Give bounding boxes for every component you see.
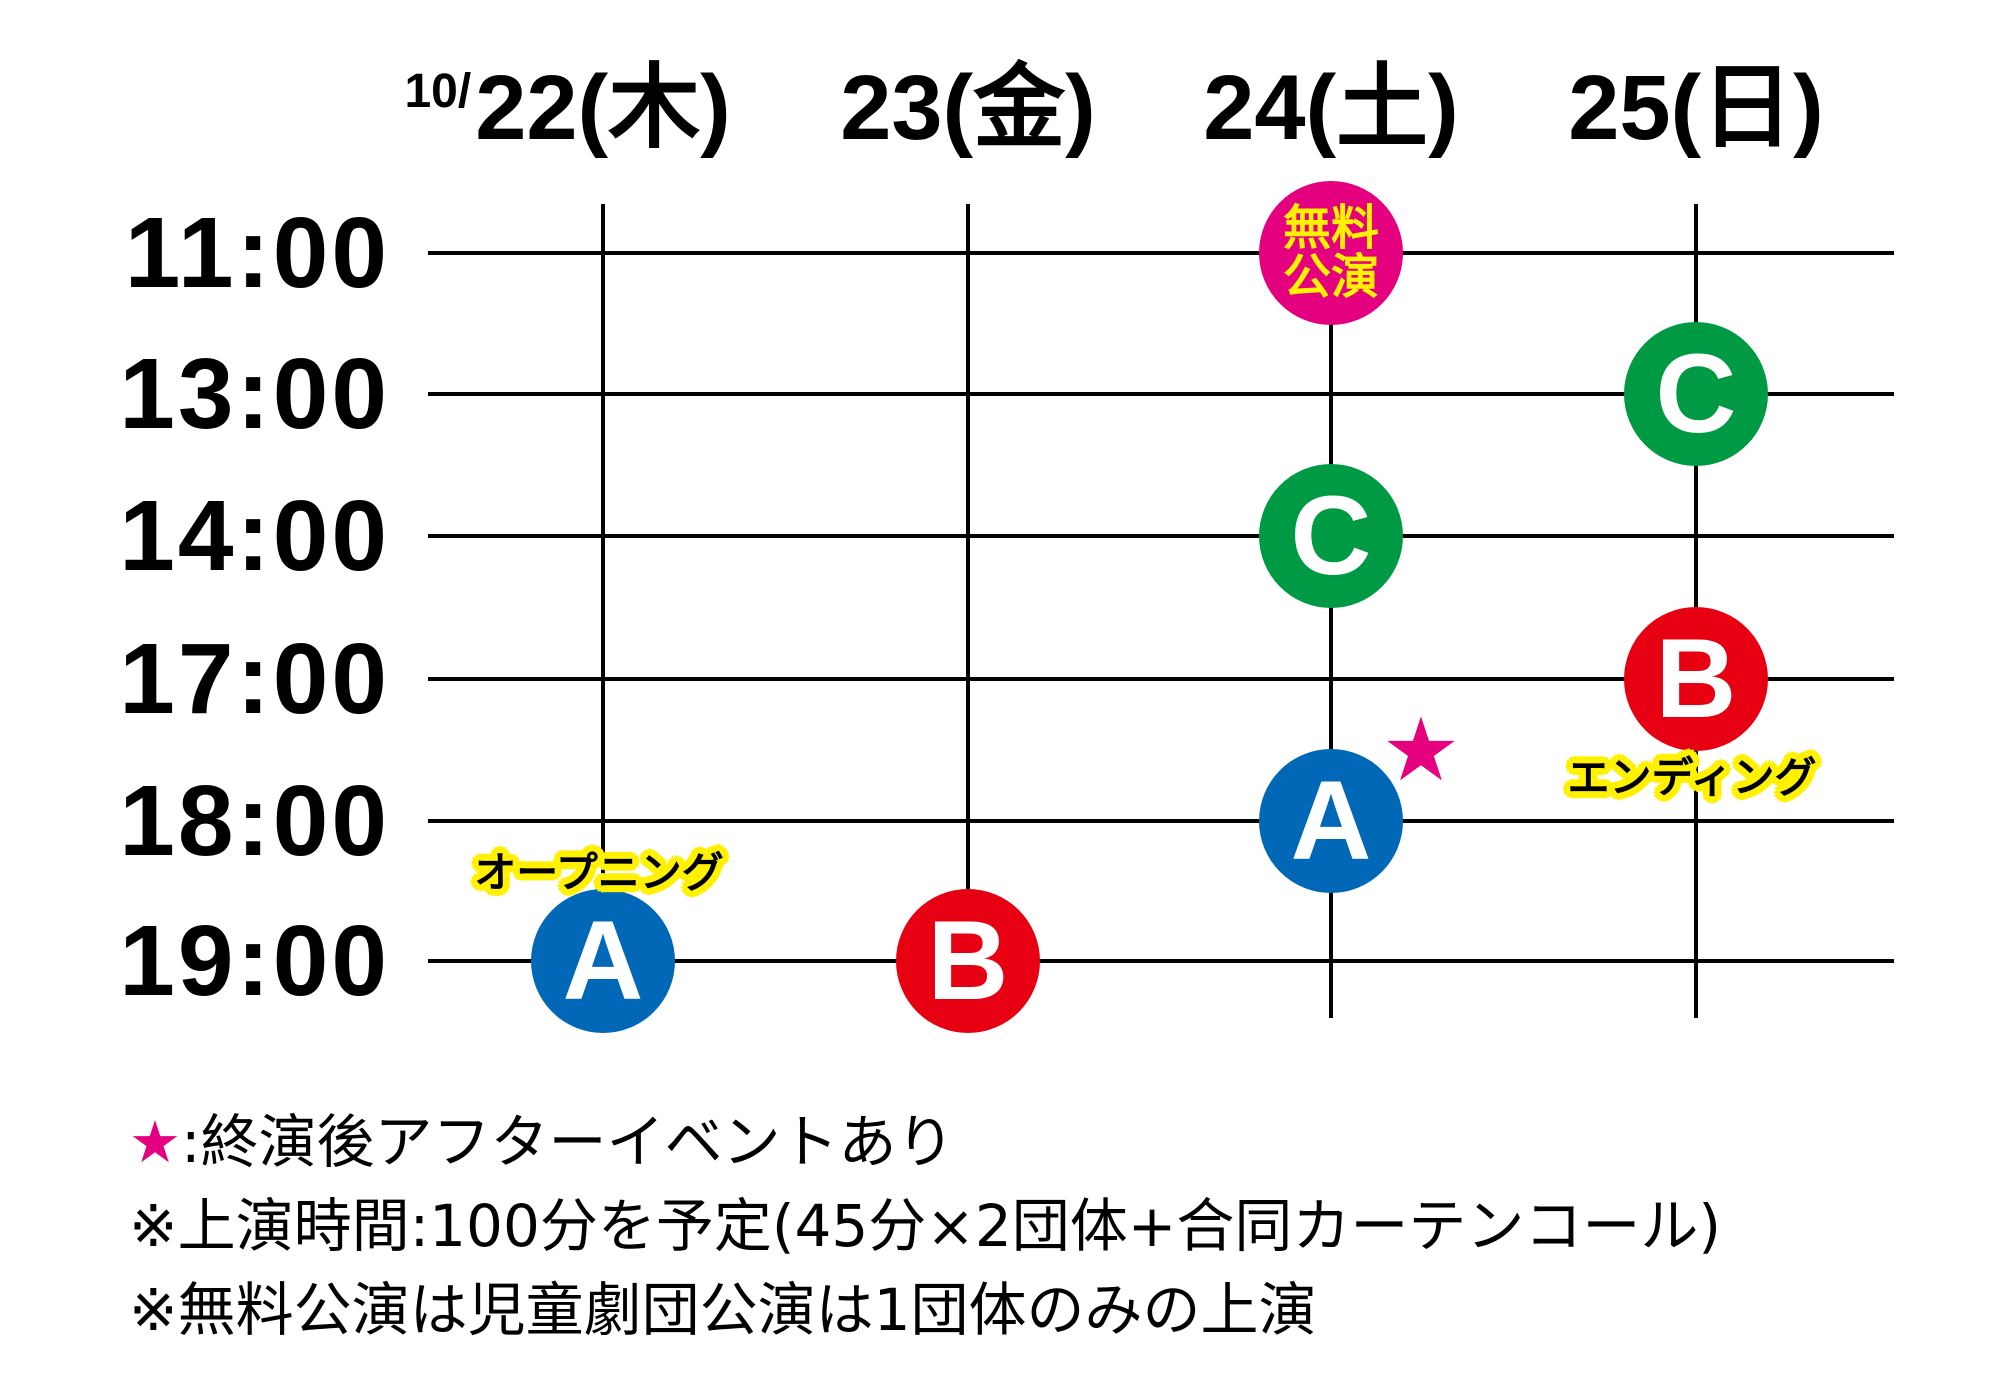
time-row-line [428,819,1894,823]
performance-c-circle: C [1624,322,1768,466]
time-row-line [428,534,1894,538]
group-letter: B [927,898,1009,1023]
time-label: 11:00 [124,197,390,309]
legend-text: :終演後アフターイベントあり [181,1108,955,1176]
day-column-line [1329,204,1333,1018]
time-row-line [428,251,1894,255]
opening-label: オープニング [474,848,724,897]
performance-b-circle: B [1624,607,1768,751]
time-label: 13:00 [119,338,390,450]
time-row-line [428,392,1894,396]
group-letter: B [1655,616,1737,741]
day-date: 25(日) [1568,57,1824,159]
star-icon: ★ [129,1108,181,1176]
day-column-line [601,204,605,1018]
free-performance-label: 無料 [1282,200,1379,257]
performance-a-circle: A [1259,749,1403,893]
time-row-line [428,959,1894,963]
day-date: 24(土) [1203,57,1459,159]
time-row-line [428,677,1894,681]
day-header: 23(金) [840,62,1096,154]
free-performance-label: 公演 [1282,249,1379,305]
time-label: 19:00 [119,905,390,1017]
performance-b-circle: B [896,889,1040,1033]
legend-note: ★:終演後アフターイベントあり [129,1100,1721,1184]
month-prefix: 10/ [404,65,472,118]
group-letter: A [562,898,644,1023]
day-date: 22(木) [475,57,731,159]
time-label: 17:00 [119,623,390,735]
time-label: 14:00 [119,480,390,592]
free-performance-circle: 無料公演 [1259,181,1403,325]
day-header: 25(日) [1568,62,1824,154]
group-letter: A [1290,758,1372,883]
day-header: 24(土) [1203,62,1459,154]
performance-c-circle: C [1259,464,1403,608]
time-label: 18:00 [119,765,390,877]
free-performance-note: ※無料公演は児童劇団公演は1団体のみの上演 [129,1276,1317,1344]
performance-a-circle: A [531,889,675,1033]
star-icon: ★ [1381,698,1461,801]
ending-label: エンディング [1567,753,1817,802]
duration-note: ※上演時間:100分を予定(45分×2団体+合同カーテンコール) [129,1192,1721,1260]
day-header: 10/22(木) [404,62,730,154]
day-date: 23(金) [840,57,1096,159]
group-letter: C [1290,473,1372,598]
footer-notes: ★:終演後アフターイベントあり ※上演時間:100分を予定(45分×2団体+合同… [129,1100,1721,1352]
group-letter: C [1655,331,1737,456]
day-column-line [966,204,970,1018]
